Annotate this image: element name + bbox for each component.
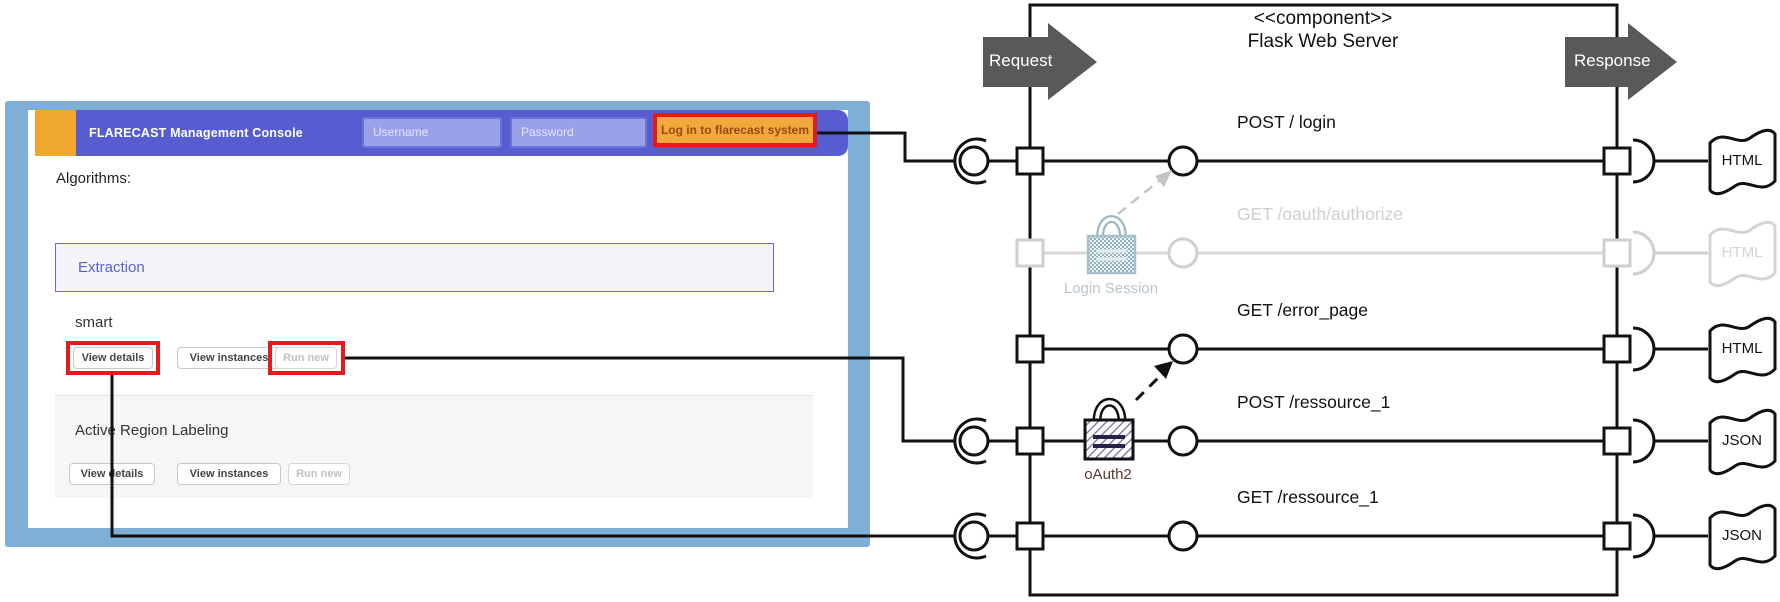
endpoint-label-post-login: POST / login (1237, 112, 1336, 132)
oauth2-lock-label: oAuth2 (1084, 466, 1132, 483)
view-details-highlight: View details (66, 341, 160, 375)
output-flag-label-html-1: HTML (1721, 152, 1763, 169)
login-session-lock-label: Login Session (1063, 280, 1159, 297)
category-panel-header[interactable]: Extraction (55, 243, 774, 292)
algorithm-name-arl: Active Region Labeling (75, 422, 229, 439)
response-arrow-label: Response (1574, 51, 1651, 70)
endpoint-label-error-page: GET /error_page (1237, 300, 1368, 320)
algorithms-panel-body: smart View details View instances Run ne… (55, 293, 813, 498)
oauth2-dashed-arrow (1134, 361, 1173, 402)
lollipop-interfaces (1167, 145, 1199, 552)
run-new-button-arl[interactable]: Run new (288, 463, 350, 485)
console-content: Algorithms: Extraction smart View detail… (28, 110, 848, 528)
console-header-bar: FLARECAST Management Console Username Pa… (35, 110, 848, 156)
right-port-socket-row4 (1602, 418, 1708, 464)
output-flag-label-html-2: HTML (1721, 244, 1763, 261)
output-flag-label-html-3: HTML (1721, 340, 1763, 357)
output-flag-label-json-1: JSON (1721, 432, 1762, 449)
algorithm-name-smart: smart (75, 314, 113, 331)
right-port-socket-row5 (1602, 513, 1708, 559)
console-title: FLARECAST Management Console (89, 126, 303, 140)
header-accent-square (35, 110, 76, 156)
ball-socket-row4 (953, 417, 1017, 465)
ball-socket-row1 (953, 137, 1017, 185)
component-name: Flask Web Server (1247, 31, 1399, 52)
ball-socket-row5 (953, 512, 1017, 560)
view-details-button-arl[interactable]: View details (69, 463, 155, 485)
password-input[interactable]: Password (510, 117, 647, 148)
endpoint-label-get-ressource1: GET /ressource_1 (1237, 487, 1379, 507)
run-new-button-smart[interactable]: Run new (275, 347, 337, 369)
view-details-button-smart[interactable]: View details (73, 347, 153, 369)
output-flag-label-json-2: JSON (1721, 527, 1762, 544)
right-port-socket-row2 (1602, 230, 1708, 276)
oauth2-lock-icon (1083, 397, 1135, 461)
login-session-dashed-arrow (1117, 170, 1172, 215)
left-ports (1015, 146, 1045, 551)
login-session-lock-icon (1086, 215, 1137, 275)
algorithms-heading: Algorithms: (56, 170, 132, 187)
endpoint-label-post-ressource1: POST /ressource_1 (1237, 392, 1391, 412)
run-new-highlight: Run new (268, 341, 345, 375)
endpoint-label-oauth-authorize: GET /oauth/authorize (1237, 204, 1404, 224)
view-instances-button-smart[interactable]: View instances (177, 347, 281, 369)
request-arrow-label: Request (989, 51, 1053, 70)
view-instances-button-arl[interactable]: View instances (177, 463, 281, 485)
right-port-socket-row1 (1602, 138, 1708, 184)
algorithm-section-arl: Active Region Labeling View details View… (55, 395, 813, 498)
right-port-socket-row3 (1602, 326, 1708, 372)
component-stereotype: <<component>> (1253, 8, 1393, 29)
login-button[interactable]: Log in to flarecast system (660, 123, 810, 137)
username-input[interactable]: Username (362, 117, 502, 148)
login-button-highlight: Log in to flarecast system (653, 113, 817, 147)
category-label: Extraction (78, 259, 145, 276)
